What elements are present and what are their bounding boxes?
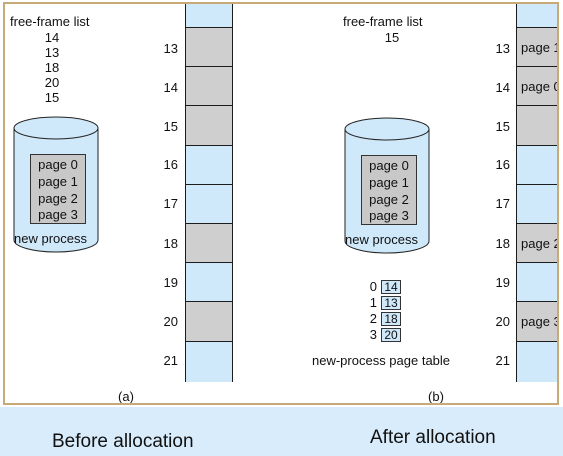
caption-band: Before allocation After allocation — [0, 407, 563, 456]
frame-number: 21 — [495, 353, 510, 368]
frame-number: 20 — [495, 314, 510, 329]
free-frame-item: 18 — [44, 60, 60, 75]
memory-frame — [186, 341, 232, 382]
memory-frame — [186, 28, 232, 68]
memory-frame — [186, 106, 232, 146]
page-table-frame: 13 — [381, 296, 401, 310]
new-process-label-b: new process — [345, 232, 418, 247]
sublabel-b: (b) — [428, 389, 444, 404]
memory-frame-partial — [517, 4, 557, 28]
frame-page-label: page 2 — [521, 235, 559, 251]
frame-number: 19 — [495, 275, 510, 290]
process-page: page 1 — [38, 174, 78, 189]
new-process-label-a: new process — [14, 231, 87, 246]
process-page: page 2 — [38, 191, 78, 206]
process-page: page 2 — [369, 192, 409, 207]
process-pages-box-a: page 0 page 1 page 2 page 3 — [30, 154, 86, 224]
memory-frame: page 3 — [517, 302, 559, 342]
process-page: page 3 — [369, 208, 409, 223]
memory-frame — [517, 145, 557, 185]
frame-number: 13 — [495, 41, 510, 56]
free-frame-item: 14 — [44, 30, 60, 45]
frame-page-label: page 3 — [521, 313, 559, 329]
free-frame-list-title-a: free-frame list — [10, 14, 90, 29]
frame-number: 16 — [163, 157, 178, 172]
memory-frame — [186, 184, 232, 224]
memory-frame — [517, 263, 557, 303]
memory-frame-partial — [186, 4, 232, 28]
free-frame-list-title-b: free-frame list — [343, 14, 423, 29]
page-table-index: 2 — [369, 311, 377, 326]
page-table-frame: 14 — [381, 280, 401, 294]
process-page: page 0 — [38, 157, 78, 172]
memory-frame: page 2 — [517, 224, 559, 264]
memory-frame — [517, 341, 557, 382]
physical-memory-column-b: page 1 page 0 page 2 page 3 — [516, 4, 559, 382]
frame-number: 20 — [163, 314, 178, 329]
frame-number: 15 — [495, 119, 510, 134]
frame-number: 17 — [163, 196, 178, 211]
frame-number: 19 — [163, 275, 178, 290]
memory-frame — [186, 145, 232, 185]
memory-frame — [186, 302, 232, 342]
page-table-frame: 18 — [381, 312, 401, 326]
free-frame-item: 20 — [44, 75, 60, 90]
page-table-index: 3 — [369, 327, 377, 342]
memory-frame — [186, 224, 232, 264]
figure-frame: free-frame list 14 13 18 20 15 page 0 pa… — [3, 2, 559, 405]
memory-frame: page 1 — [517, 28, 559, 68]
caption-after: After allocation — [370, 427, 496, 448]
page-table-label: new-process page table — [312, 353, 451, 368]
frame-number: 15 — [163, 119, 178, 134]
process-pages-box-b: page 0 page 1 page 2 page 3 — [361, 155, 417, 225]
process-page: page 3 — [38, 207, 78, 222]
free-frame-item: 15 — [44, 90, 60, 105]
page-table-index: 1 — [369, 295, 377, 310]
memory-frame — [186, 263, 232, 303]
memory-frame — [517, 184, 557, 224]
process-page: page 1 — [369, 175, 409, 190]
frame-number: 14 — [163, 80, 178, 95]
caption-before: Before allocation — [52, 431, 194, 452]
frame-number: 18 — [495, 236, 510, 251]
page-table-index: 0 — [369, 279, 377, 294]
sublabel-a: (a) — [118, 389, 134, 404]
frame-page-label: page 0 — [521, 78, 559, 94]
memory-frame — [186, 67, 232, 107]
free-frame-item: 15 — [384, 30, 400, 45]
physical-memory-column-a — [185, 4, 233, 382]
frame-number: 13 — [163, 41, 178, 56]
free-frame-item: 13 — [44, 45, 60, 60]
frame-page-label: page 1 — [521, 39, 559, 55]
frame-number: 14 — [495, 80, 510, 95]
frame-number: 17 — [495, 196, 510, 211]
frame-number: 16 — [495, 157, 510, 172]
frame-number: 18 — [163, 236, 178, 251]
page-table-frame: 20 — [381, 328, 401, 342]
process-page: page 0 — [369, 158, 409, 173]
frame-number: 21 — [163, 353, 178, 368]
memory-frame: page 0 — [517, 67, 559, 107]
memory-frame — [517, 106, 557, 146]
